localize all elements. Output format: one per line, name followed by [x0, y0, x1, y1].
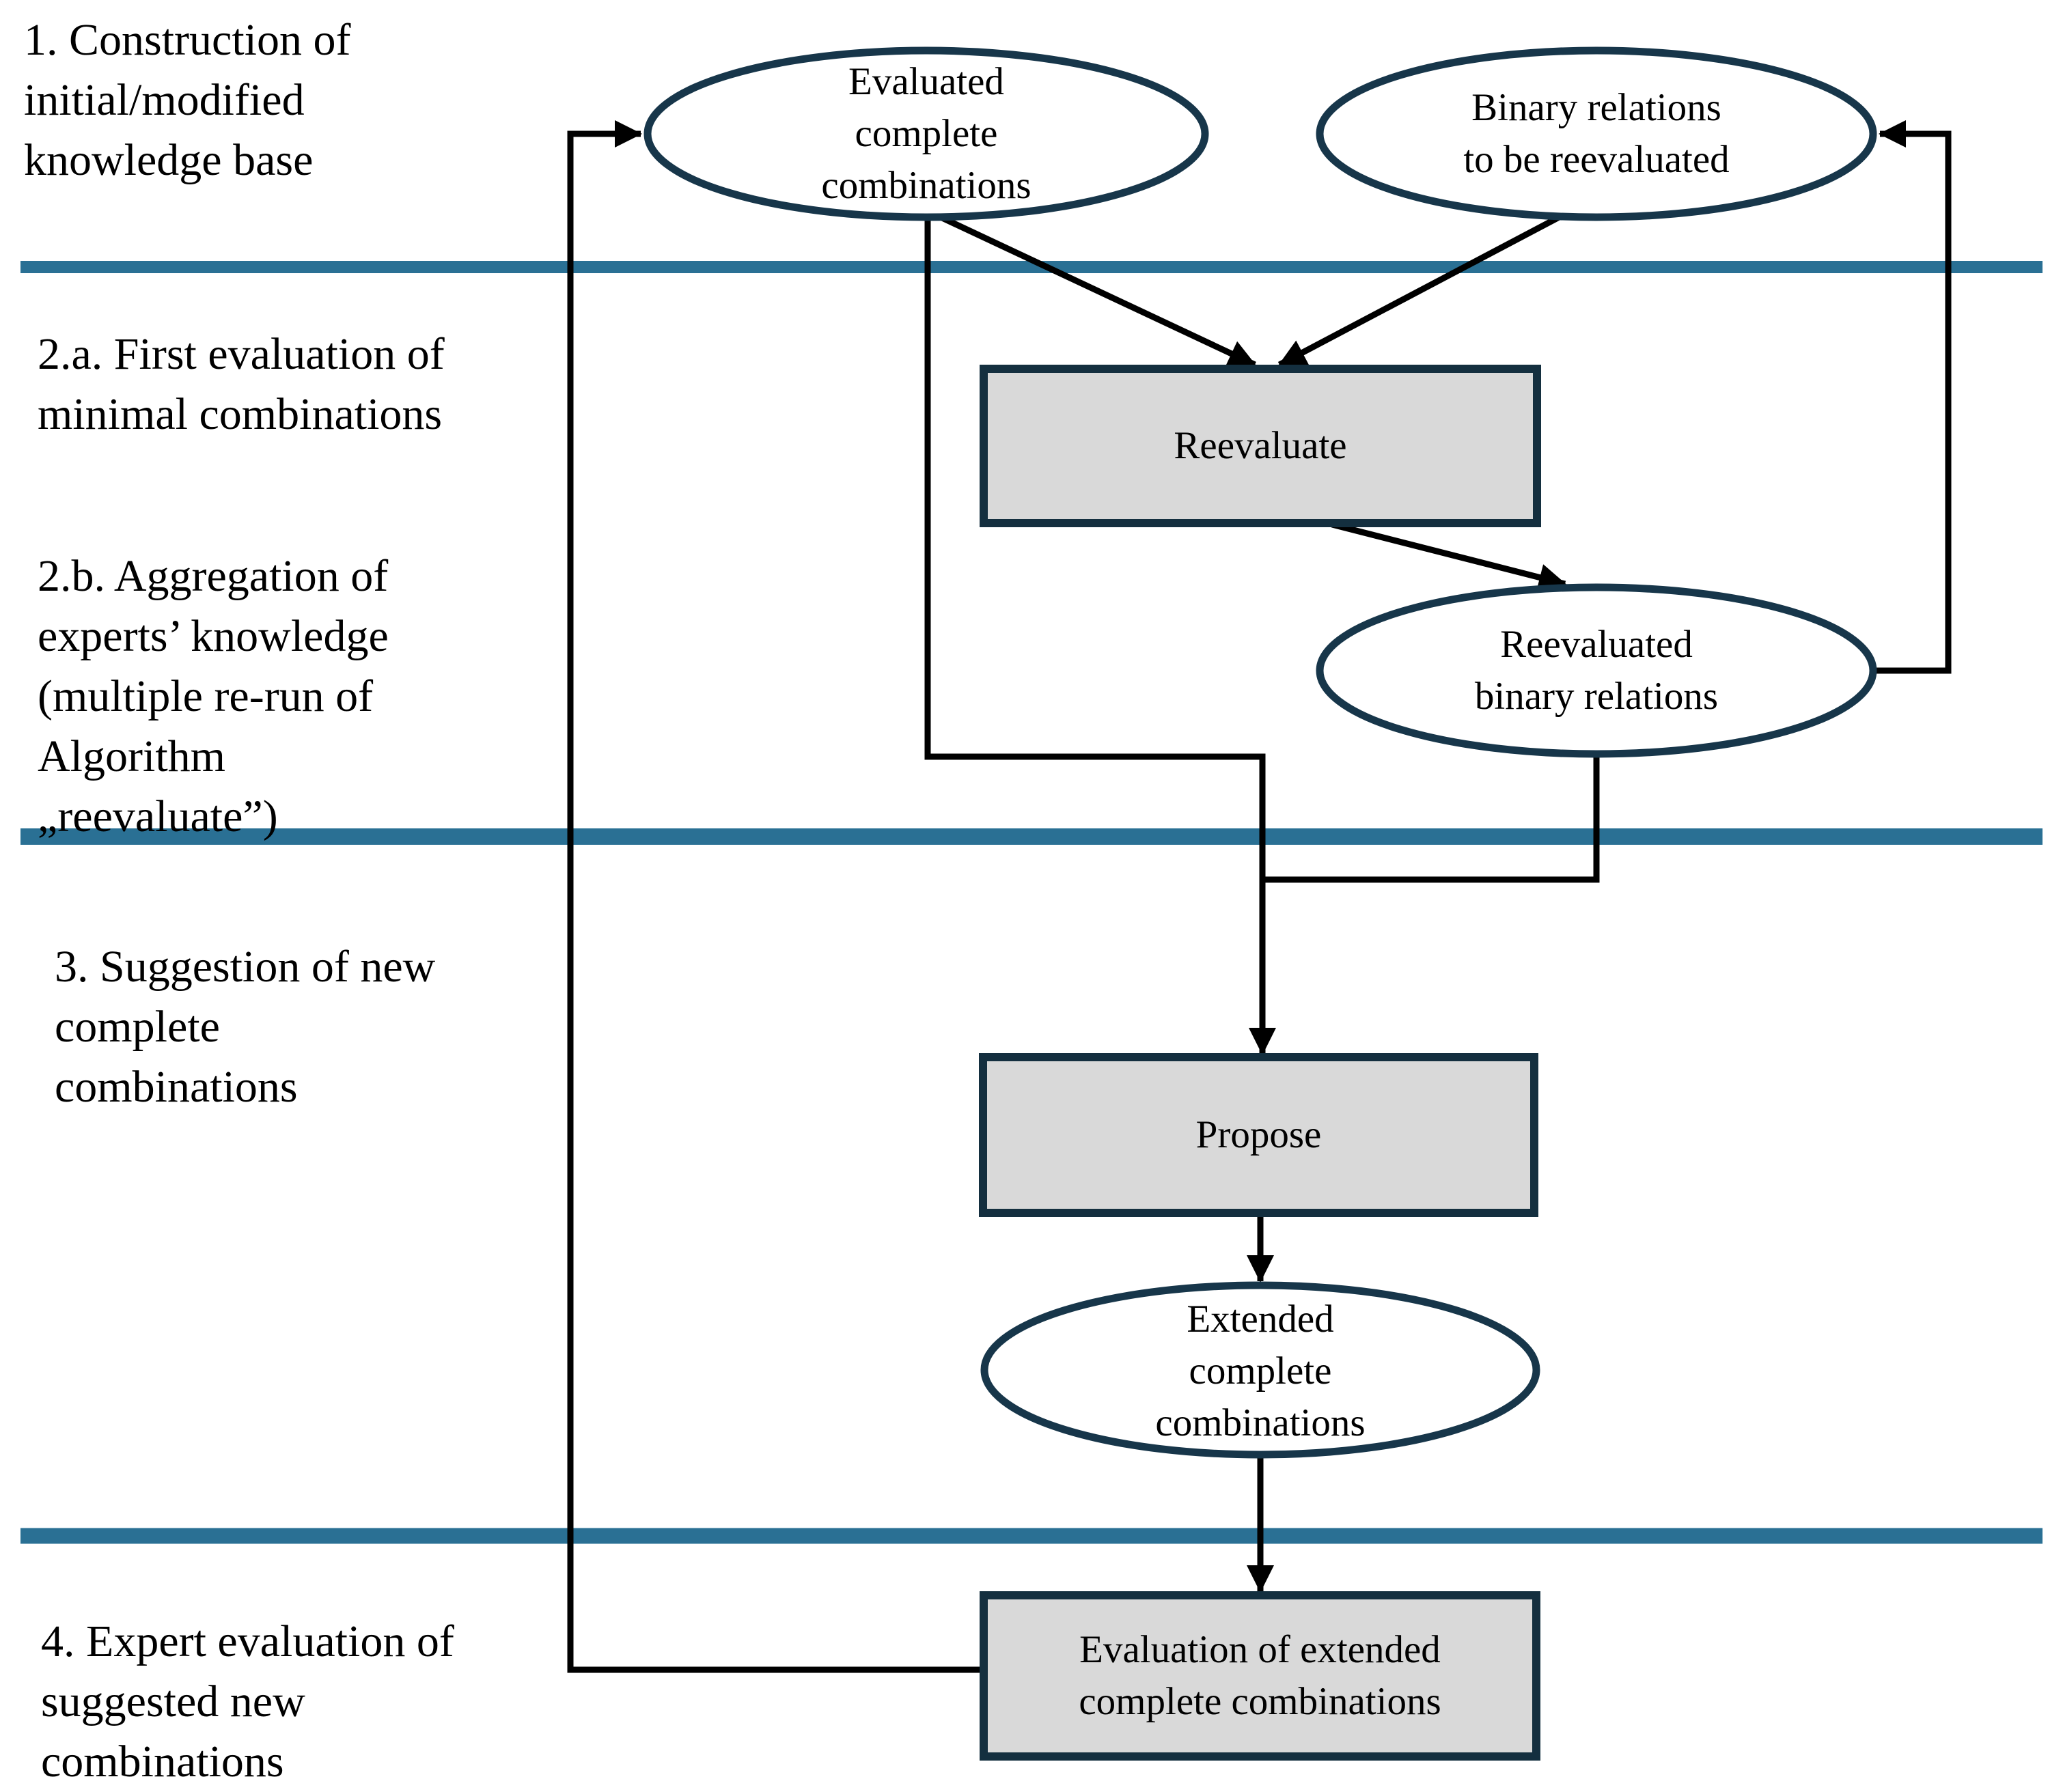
- arrow-feedback-evaluation-to-evaluated: [567, 120, 984, 1673]
- ellipse-binary-relations-to-be-reevaluated: [1316, 46, 1877, 221]
- ellipse-extended-complete-combinations: [980, 1281, 1540, 1459]
- phase-label-3: 3. Suggestion of new complete combinatio…: [55, 942, 436, 1112]
- box-propose: [979, 1053, 1538, 1217]
- ellipse-reevaluated-binary-relations: [1316, 583, 1877, 758]
- arrow-merge-to-propose: [924, 214, 1276, 1055]
- arrow-binary-relations-to-reevaluate: [1277, 212, 1566, 367]
- ellipse-evaluated-complete-combinations: [643, 46, 1209, 221]
- box-evaluation-of-extended: [980, 1591, 1540, 1761]
- phase-label-2b: 2.b. Aggregation of experts’ knowledge (…: [38, 551, 389, 841]
- box-reevaluate: [980, 365, 1541, 527]
- phase-label-2a: 2.a. First evaluation of minimal combina…: [38, 329, 445, 439]
- phase-label-4: 4. Expert evaluation of suggested new co…: [41, 1616, 454, 1787]
- arrow-evaluated-to-reevaluate: [928, 208, 1256, 368]
- connector-reevaluated-join: [1260, 753, 1600, 883]
- arrow-reevaluate-to-reevaluated: [1331, 521, 1566, 591]
- arrow-reevaluated-to-binary-relations: [1874, 120, 1952, 674]
- phase-label-1: 1. Construction of initial/modified know…: [24, 15, 351, 185]
